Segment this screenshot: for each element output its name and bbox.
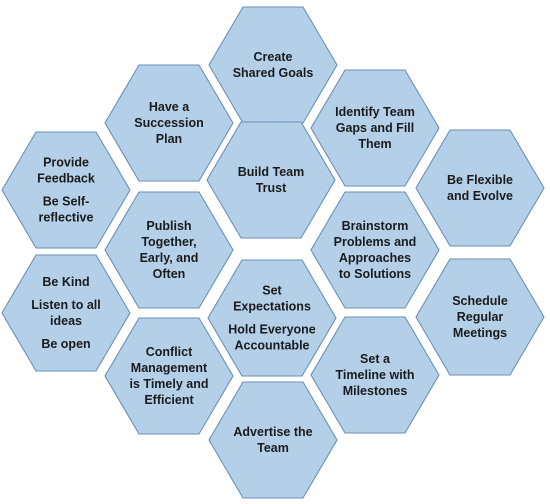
hexagon-label-line: Gaps and Fill xyxy=(336,121,415,135)
hexagon-label-line: ideas xyxy=(50,314,82,328)
hexagon-label-line: Set a xyxy=(360,352,391,366)
hexagon-shape xyxy=(310,191,440,309)
hexagon-label-line: Conflict xyxy=(146,345,193,359)
hexagon-label-line: Expectations xyxy=(233,300,311,314)
hexagon-label-line: reflective xyxy=(39,211,94,225)
hexagon-label-line: Milestones xyxy=(343,384,408,398)
hexagon-label-line: to Solutions xyxy=(339,267,411,281)
hexagon-shape xyxy=(1,254,131,372)
hexagon-label-line: Set xyxy=(262,284,282,298)
hexagon-label-line: Plan xyxy=(156,132,182,146)
hexagon-label-line: Be open xyxy=(41,337,90,351)
hexagon-label-line: Accountable xyxy=(234,339,309,353)
hexagon-be-flexible: Be Flexible and Evolve xyxy=(415,129,545,247)
hexagon-label-line: Advertise the xyxy=(233,425,312,439)
hexagon-label-line: Listen to all xyxy=(31,298,100,312)
hexagon-label-line: Approaches xyxy=(339,251,411,265)
hexagon-shape xyxy=(104,191,234,309)
hexagon-shape xyxy=(310,69,440,187)
hexagon-label-line: Have a xyxy=(149,100,190,114)
hexagon-label-line: Meetings xyxy=(453,326,507,340)
hexagon-label-line: Early, and xyxy=(140,251,199,265)
hexagon-label-line: Be Flexible xyxy=(447,173,513,187)
hexagon-label-line: Publish xyxy=(146,219,191,233)
hexagon-label-line: Efficient xyxy=(144,393,194,407)
hexagon-shape xyxy=(104,317,234,435)
hexagon-label-line: is Timely and xyxy=(130,377,209,391)
hexagon-label-line: Provide xyxy=(43,156,89,170)
hexagon-label-line: Often xyxy=(153,267,186,281)
hexagon-label-line: Feedback xyxy=(37,172,95,186)
hexagon-shape xyxy=(415,129,545,247)
hexagon-label-line: Team xyxy=(257,441,289,455)
hexagon-shape xyxy=(206,121,336,239)
hexagon-label-line: Brainstorm xyxy=(342,219,409,233)
hexagon-label-line: Schedule xyxy=(452,294,508,308)
hexagon-label-line: Trust xyxy=(256,181,287,195)
hexagon-label-line: Shared Goals xyxy=(233,66,314,80)
hexagon-label-line: Be Kind xyxy=(42,275,89,289)
hexagon-label-line: Regular xyxy=(457,310,504,324)
hexagon-label-line: Together, xyxy=(141,235,196,249)
hexagon-label-line: and Evolve xyxy=(447,189,513,203)
hexagon-label-line: Problems and xyxy=(334,235,417,249)
hexagon-shape xyxy=(104,64,234,182)
hexagon-label-line: Be Self- xyxy=(43,195,90,209)
hexagon-label-line: Management xyxy=(131,361,208,375)
hexagon-shape xyxy=(207,259,337,377)
hexagon-shape xyxy=(415,258,545,376)
hexagon-label-line: Hold Everyone xyxy=(228,323,316,337)
hexagon-label-line: Timeline with xyxy=(336,368,415,382)
hexagon-label-line: Them xyxy=(358,137,391,151)
hexagon-shape xyxy=(208,6,338,124)
hexagon-shape xyxy=(310,316,440,434)
hexagon-label-line: Identify Team xyxy=(335,105,415,119)
hexagon-shape xyxy=(1,131,131,249)
hexagon-label-line: Succession xyxy=(134,116,203,130)
hexagon-label-line: Create xyxy=(254,50,293,64)
hexagon-shape xyxy=(208,381,338,499)
hexagon-label-line: Build Team xyxy=(238,165,304,179)
